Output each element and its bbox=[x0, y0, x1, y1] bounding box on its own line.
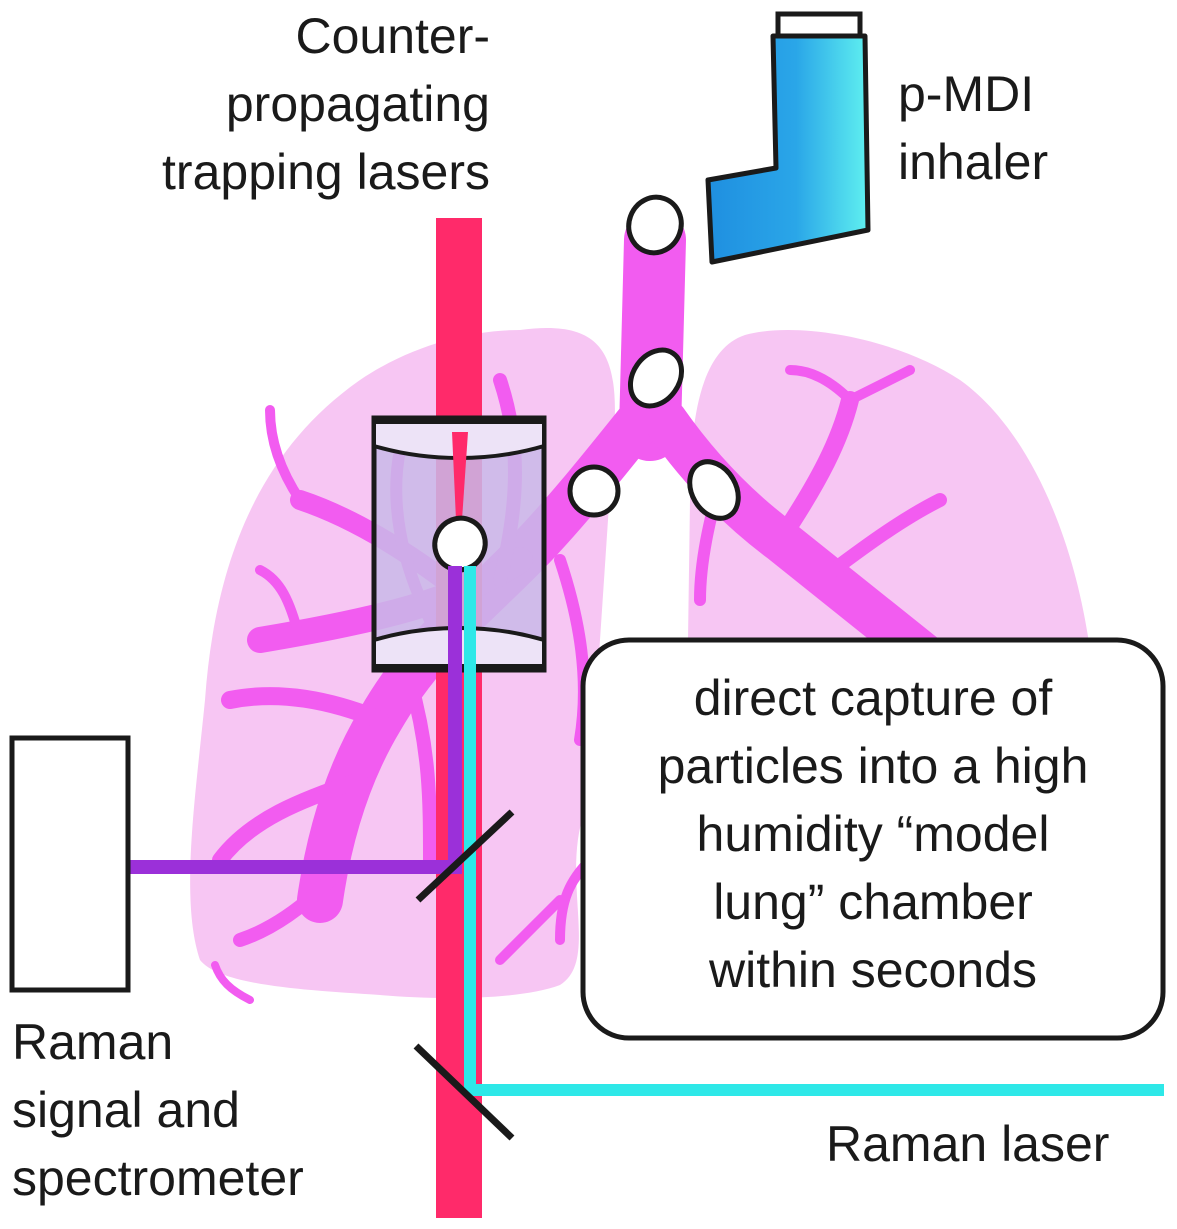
particle bbox=[687, 459, 741, 521]
particle bbox=[627, 347, 685, 409]
raman-laser-beam-vertical bbox=[464, 566, 476, 1096]
inhaler-line: inhaler bbox=[898, 134, 1049, 190]
inhaler-line: p-MDI bbox=[898, 66, 1035, 122]
trapping-lasers-line: Counter- bbox=[295, 8, 490, 64]
capture-note-line: humidity “model bbox=[696, 806, 1050, 862]
raman-signal-line: spectrometer bbox=[12, 1150, 304, 1206]
aerosol-particles bbox=[567, 194, 741, 521]
capture-note-box bbox=[580, 637, 1166, 1041]
spectrometer-box bbox=[9, 735, 131, 993]
raman-laser-text: Raman laser bbox=[826, 1116, 1110, 1172]
inhaler-label: p-MDI inhaler bbox=[898, 60, 1048, 196]
raman-signal-line: signal and bbox=[12, 1082, 240, 1138]
raman-signal-beam-vertical bbox=[448, 566, 462, 866]
model-lung-chamber bbox=[371, 415, 547, 673]
inhaler-icon bbox=[705, 11, 871, 265]
dichroic-mirror-lower bbox=[413, 1043, 515, 1141]
right-lung bbox=[688, 330, 1090, 698]
trapping-lasers-line: propagating bbox=[225, 76, 490, 132]
trapping-lasers-line: trapping lasers bbox=[162, 144, 490, 200]
capture-note-text: direct capture of particles into a high … bbox=[583, 664, 1163, 1004]
capture-note-line: particles into a high bbox=[657, 738, 1089, 794]
particle bbox=[567, 464, 621, 518]
capture-note-line: direct capture of bbox=[693, 670, 1053, 726]
trapping-lasers-label: Counter- propagating trapping lasers bbox=[60, 2, 490, 206]
particle bbox=[626, 194, 684, 256]
capture-note-line: within seconds bbox=[709, 942, 1037, 998]
raman-signal-beam-horizontal bbox=[128, 860, 462, 874]
raman-signal-label: Raman signal and spectrometer bbox=[12, 1008, 304, 1212]
capture-note-line: lung” chamber bbox=[713, 874, 1033, 930]
raman-laser-label: Raman laser bbox=[826, 1110, 1109, 1178]
raman-signal-line: Raman bbox=[12, 1014, 174, 1070]
raman-laser-beam-horizontal bbox=[464, 1084, 1164, 1096]
dichroic-mirror-upper bbox=[415, 809, 515, 903]
